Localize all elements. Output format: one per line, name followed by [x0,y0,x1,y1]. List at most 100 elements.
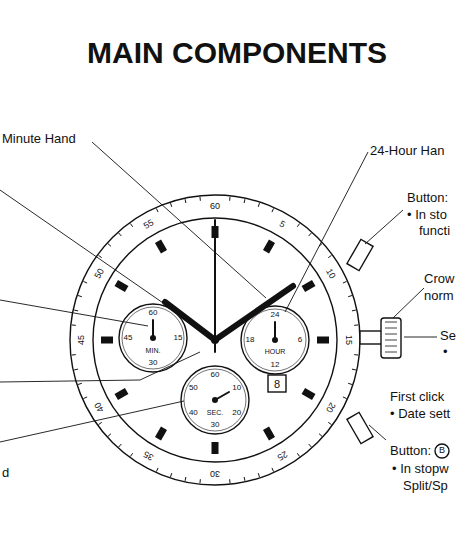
bezel-number: 20 [323,400,337,414]
subdial-number: 24 [271,311,280,320]
hour-marker [212,442,219,454]
second-subdial [181,366,249,434]
minute-tick [83,397,87,399]
dial-ring [93,218,337,462]
minute-tick [156,208,158,212]
part-name: Minute Hand [2,132,76,146]
minute-tick [199,479,200,483]
minute-tick [297,453,299,456]
minute-tick [297,224,299,227]
hour-marker [302,280,316,292]
minute-tick [348,383,352,384]
hour-marker [302,388,316,400]
hour-marker [155,240,167,254]
minute-tick [99,422,102,424]
date-number: 8 [274,377,280,389]
part-name: Se [440,329,456,343]
minute-tick [348,296,352,297]
minute-tick [185,199,187,203]
minute-tick [119,233,122,236]
date-window [268,375,286,392]
bezel-number: 35 [142,448,156,462]
minute-tick [352,369,356,371]
minute-tick [352,310,356,312]
bottom-button [347,412,373,443]
subdial-number: 50 [189,383,198,392]
leader-lines [0,142,437,442]
minute-tick [258,203,259,207]
part-name: d [2,466,9,480]
subdial-number: 18 [246,336,255,345]
bezel-number: 25 [275,448,289,462]
part-name: Button: [407,191,448,205]
bezel-number: 55 [142,218,156,232]
hour-marker [115,388,129,400]
minute-tick [83,281,87,283]
title: MAIN COMPONENTS [87,36,387,69]
part-name: Button: [390,444,431,458]
minute-tick [328,255,331,257]
minute-tick [72,324,76,325]
minute-tick [99,255,102,257]
bezel-number: 30 [210,468,220,478]
subdial-number: 30 [211,421,220,430]
part-name: Crow [424,272,454,286]
bezel-number: 5 [277,219,286,230]
minute-tick [156,468,158,472]
minute-tick [78,383,82,384]
hour-hand [215,286,293,340]
hour-marker [317,337,329,344]
hour-marker [155,427,167,441]
minute-tick [258,473,259,477]
minute-tick [309,233,312,236]
subdial-number: 20 [232,408,241,417]
minute-tick [130,453,132,456]
subdial-number: 45 [124,334,133,343]
minute-tick [185,477,187,481]
minute-tick [119,444,122,447]
note: functi [419,224,450,238]
bezel-number: 50 [93,267,107,281]
note: First click [390,390,444,404]
minute-tick [272,208,274,212]
minute-tick [272,468,274,472]
minute-tick [199,197,200,201]
subdial-number: 60 [149,309,158,318]
note: • In stopw [392,462,449,476]
minute-tick [354,324,358,325]
minute-tick [229,197,230,201]
minute-tick [229,479,230,483]
subdial-number: 10 [232,383,241,392]
hour-marker [101,337,113,344]
bezel-number: 45 [77,335,87,345]
minute-tick [354,354,358,355]
hour-subdial-inner [244,309,306,371]
chrono-second-hand [214,220,216,352]
subdial-number: 12 [271,361,280,370]
minute-tick [130,224,132,227]
minute-hand [165,302,215,340]
minute-tick [343,281,347,283]
bezel-number: 10 [323,267,337,281]
minute-tick [78,296,82,297]
button-letter-circle [435,444,449,458]
subdial-number: 15 [174,334,183,343]
bezel-number: 60 [210,202,220,212]
bezel-number: 40 [93,400,107,414]
part-name: 24-Hour Han [370,144,444,158]
minute-tick [309,444,312,447]
top-button [347,239,373,270]
minute-subdial-inner [122,307,184,369]
minute-tick [328,422,331,424]
bezel-outer [70,195,360,485]
crown-stem [360,331,382,344]
note: norm [424,289,454,303]
subdial-name: HOUR [265,348,286,356]
minute-tick [319,434,322,437]
second-subdial-inner [184,369,246,431]
note: • Date sett [390,407,450,421]
button-letter: B [439,446,445,456]
bezel-number: 15 [343,335,353,345]
